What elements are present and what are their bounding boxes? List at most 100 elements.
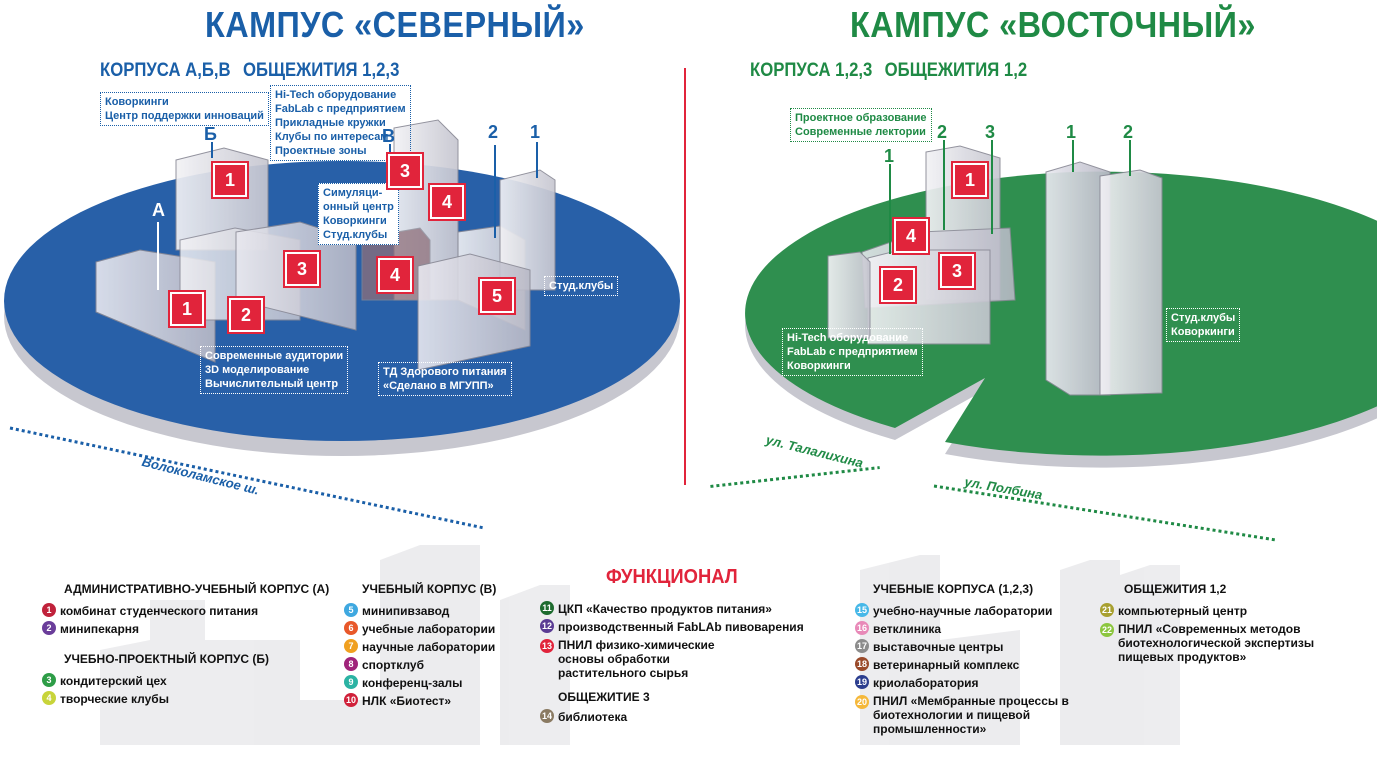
legend-dot: 3 bbox=[42, 673, 56, 687]
legend-dot: 18 bbox=[855, 657, 869, 671]
north-campus-title: КАМПУС «СЕВЕРНЫЙ» bbox=[205, 4, 585, 45]
legend-text: кондитерский цех bbox=[60, 674, 167, 688]
legend-group-east-buildings: УЧЕБНЫЕ КОРПУСА (1,2,3) 15 учебно-научные… bbox=[855, 580, 1155, 736]
legend-item: 8 спортклуб bbox=[344, 656, 496, 674]
legend-item: 19 криолаборатория bbox=[855, 674, 1155, 692]
legend-heading: УЧЕБНО-ПРОЕКТНЫЙ КОРПУС (Б) bbox=[64, 652, 270, 666]
legend-item: 15 учебно-научные лаборатории bbox=[855, 602, 1155, 620]
legend-dot: 8 bbox=[344, 657, 358, 671]
box-line: онный центр bbox=[323, 201, 394, 213]
east-subtitle-buildings: КОРПУСА 1,2,3 bbox=[750, 60, 873, 81]
north-building-label-a: А bbox=[152, 200, 165, 220]
north-building-label-b: Б bbox=[204, 124, 217, 144]
legend-dot: 5 bbox=[344, 603, 358, 617]
east-badge-1: 1 bbox=[953, 163, 987, 197]
legend-item: 18 ветеринарный комплекс bbox=[855, 656, 1155, 674]
north-badge-5: 5 bbox=[480, 279, 514, 313]
legend-text: криолаборатория bbox=[873, 676, 979, 690]
legend-dot: 14 bbox=[540, 709, 554, 723]
north-badge-4: 4 bbox=[430, 185, 464, 219]
east-subtitle-dorms: ОБЩЕЖИТИЯ 1,2 bbox=[884, 60, 1028, 81]
box-line: Hi-Tech оборудование bbox=[787, 332, 909, 344]
legend-text: учебно-научные лаборатории bbox=[873, 604, 1053, 618]
east-dorm-label-1: 1 bbox=[1066, 122, 1077, 142]
box-line: 3D моделирование bbox=[205, 364, 310, 376]
north-subtitle-buildings: КОРПУСА А,Б,В bbox=[100, 60, 231, 81]
box-line: «Сделано в МГУПП» bbox=[383, 380, 494, 392]
box-line: Современные лектории bbox=[795, 126, 926, 138]
legend-heading: ОБЩЕЖИТИЯ 1,2 bbox=[1124, 582, 1227, 596]
north-box-clubs: Студ.клубы bbox=[544, 276, 619, 296]
legend-item: 10 НЛК «Биотест» bbox=[344, 692, 496, 710]
legend-text: ПНИЛ «Мембранные процессы в биотехнологи… bbox=[873, 694, 1069, 736]
box-line: ТД Здорового питания bbox=[383, 366, 507, 378]
legend-item: 9 конференц-залы bbox=[344, 674, 496, 692]
background-buildings bbox=[100, 545, 1180, 745]
north-box-healthy-food: ТД Здорового питания «Сделано в МГУПП» bbox=[378, 362, 512, 396]
box-line: Центр поддержки инноваций bbox=[105, 110, 264, 122]
box-line: Проектные зоны bbox=[275, 145, 367, 157]
east-dorm-label-2: 2 bbox=[1123, 122, 1134, 142]
box-line: FabLab с предприятием bbox=[275, 103, 406, 115]
legend-dot: 9 bbox=[344, 675, 358, 689]
east-box-project: Проектное образование Современные лектор… bbox=[790, 108, 932, 142]
legend-dot: 10 bbox=[344, 693, 358, 707]
legend-dot: 6 bbox=[344, 621, 358, 635]
north-badge-1-lower: 1 bbox=[170, 292, 204, 326]
north-subtitle: КОРПУСА А,Б,В ОБЩЕЖИТИЯ 1,2,3 bbox=[100, 60, 412, 82]
north-dorm-label-1: 1 bbox=[530, 122, 541, 142]
north-box-hitech: Hi-Tech оборудование FabLab с предприяти… bbox=[270, 85, 411, 161]
north-badge-4-lower: 4 bbox=[378, 258, 412, 292]
legend-heading: УЧЕБНЫЕ КОРПУСА (1,2,3) bbox=[873, 582, 1034, 596]
legend-dot: 15 bbox=[855, 603, 869, 617]
east-box-hitech: Hi-Tech оборудование FabLab с предприяти… bbox=[782, 328, 923, 376]
legend-text: спортклуб bbox=[362, 658, 425, 672]
box-line: Коворкинги bbox=[787, 360, 851, 372]
legend-text: библиотека bbox=[558, 710, 628, 724]
box-line: Студ.клубы bbox=[1171, 312, 1236, 324]
legend-text: компьютерный центр bbox=[1118, 604, 1248, 618]
legend-dot: 21 bbox=[1100, 603, 1114, 617]
north-dorm-label-2: 2 bbox=[488, 122, 499, 142]
legend-item: 2 минипекарня bbox=[42, 620, 329, 638]
east-building-label-1: 1 bbox=[884, 146, 895, 166]
north-badge-2: 2 bbox=[229, 298, 263, 332]
north-subtitle-dorms: ОБЩЕЖИТИЯ 1,2,3 bbox=[242, 60, 400, 81]
legend-item: 17 выставочные центры bbox=[855, 638, 1155, 656]
box-line: Коворкинги bbox=[323, 215, 387, 227]
legend-dot: 19 bbox=[855, 675, 869, 689]
legend-item: 20 ПНИЛ «Мембранные процессы в биотехноло… bbox=[855, 694, 1155, 736]
legend-text: производственный FabLAb пивоварения bbox=[558, 620, 804, 634]
legend-group-b: УЧЕБНО-ПРОЕКТНЫЙ КОРПУС (Б) 3 кондитерски… bbox=[42, 650, 269, 708]
legend-text: ветеринарный комплекс bbox=[873, 658, 1020, 672]
legend-dot: 7 bbox=[344, 639, 358, 653]
legend-text: конференц-залы bbox=[362, 676, 463, 690]
box-line: Современные аудитории bbox=[205, 350, 344, 362]
legend-text: учебные лаборатории bbox=[362, 622, 496, 636]
legend-dot: 17 bbox=[855, 639, 869, 653]
east-building-label-2: 2 bbox=[937, 122, 948, 142]
legend-dot: 16 bbox=[855, 621, 869, 635]
legend-text: ПНИЛ физико-химические основы обработки … bbox=[558, 638, 715, 680]
box-line: Клубы по интересам bbox=[275, 131, 389, 143]
east-badge-2: 2 bbox=[881, 268, 915, 302]
box-line: Студ.клубы bbox=[323, 229, 388, 241]
east-box-clubs: Студ.клубы Коворкинги bbox=[1166, 308, 1241, 342]
legend-text: минипекарня bbox=[60, 622, 140, 636]
legend-text: выставочные центры bbox=[873, 640, 1004, 654]
legend-text: НЛК «Биотест» bbox=[362, 694, 452, 708]
legend-text: творческие клубы bbox=[60, 692, 169, 706]
functional-title: ФУНКЦИОНАЛ bbox=[606, 566, 738, 588]
east-building-label-3: 3 bbox=[985, 122, 996, 142]
box-line: Проектное образование bbox=[795, 112, 927, 124]
legend-dot: 2 bbox=[42, 621, 56, 635]
legend-dot: 20 bbox=[855, 695, 869, 709]
